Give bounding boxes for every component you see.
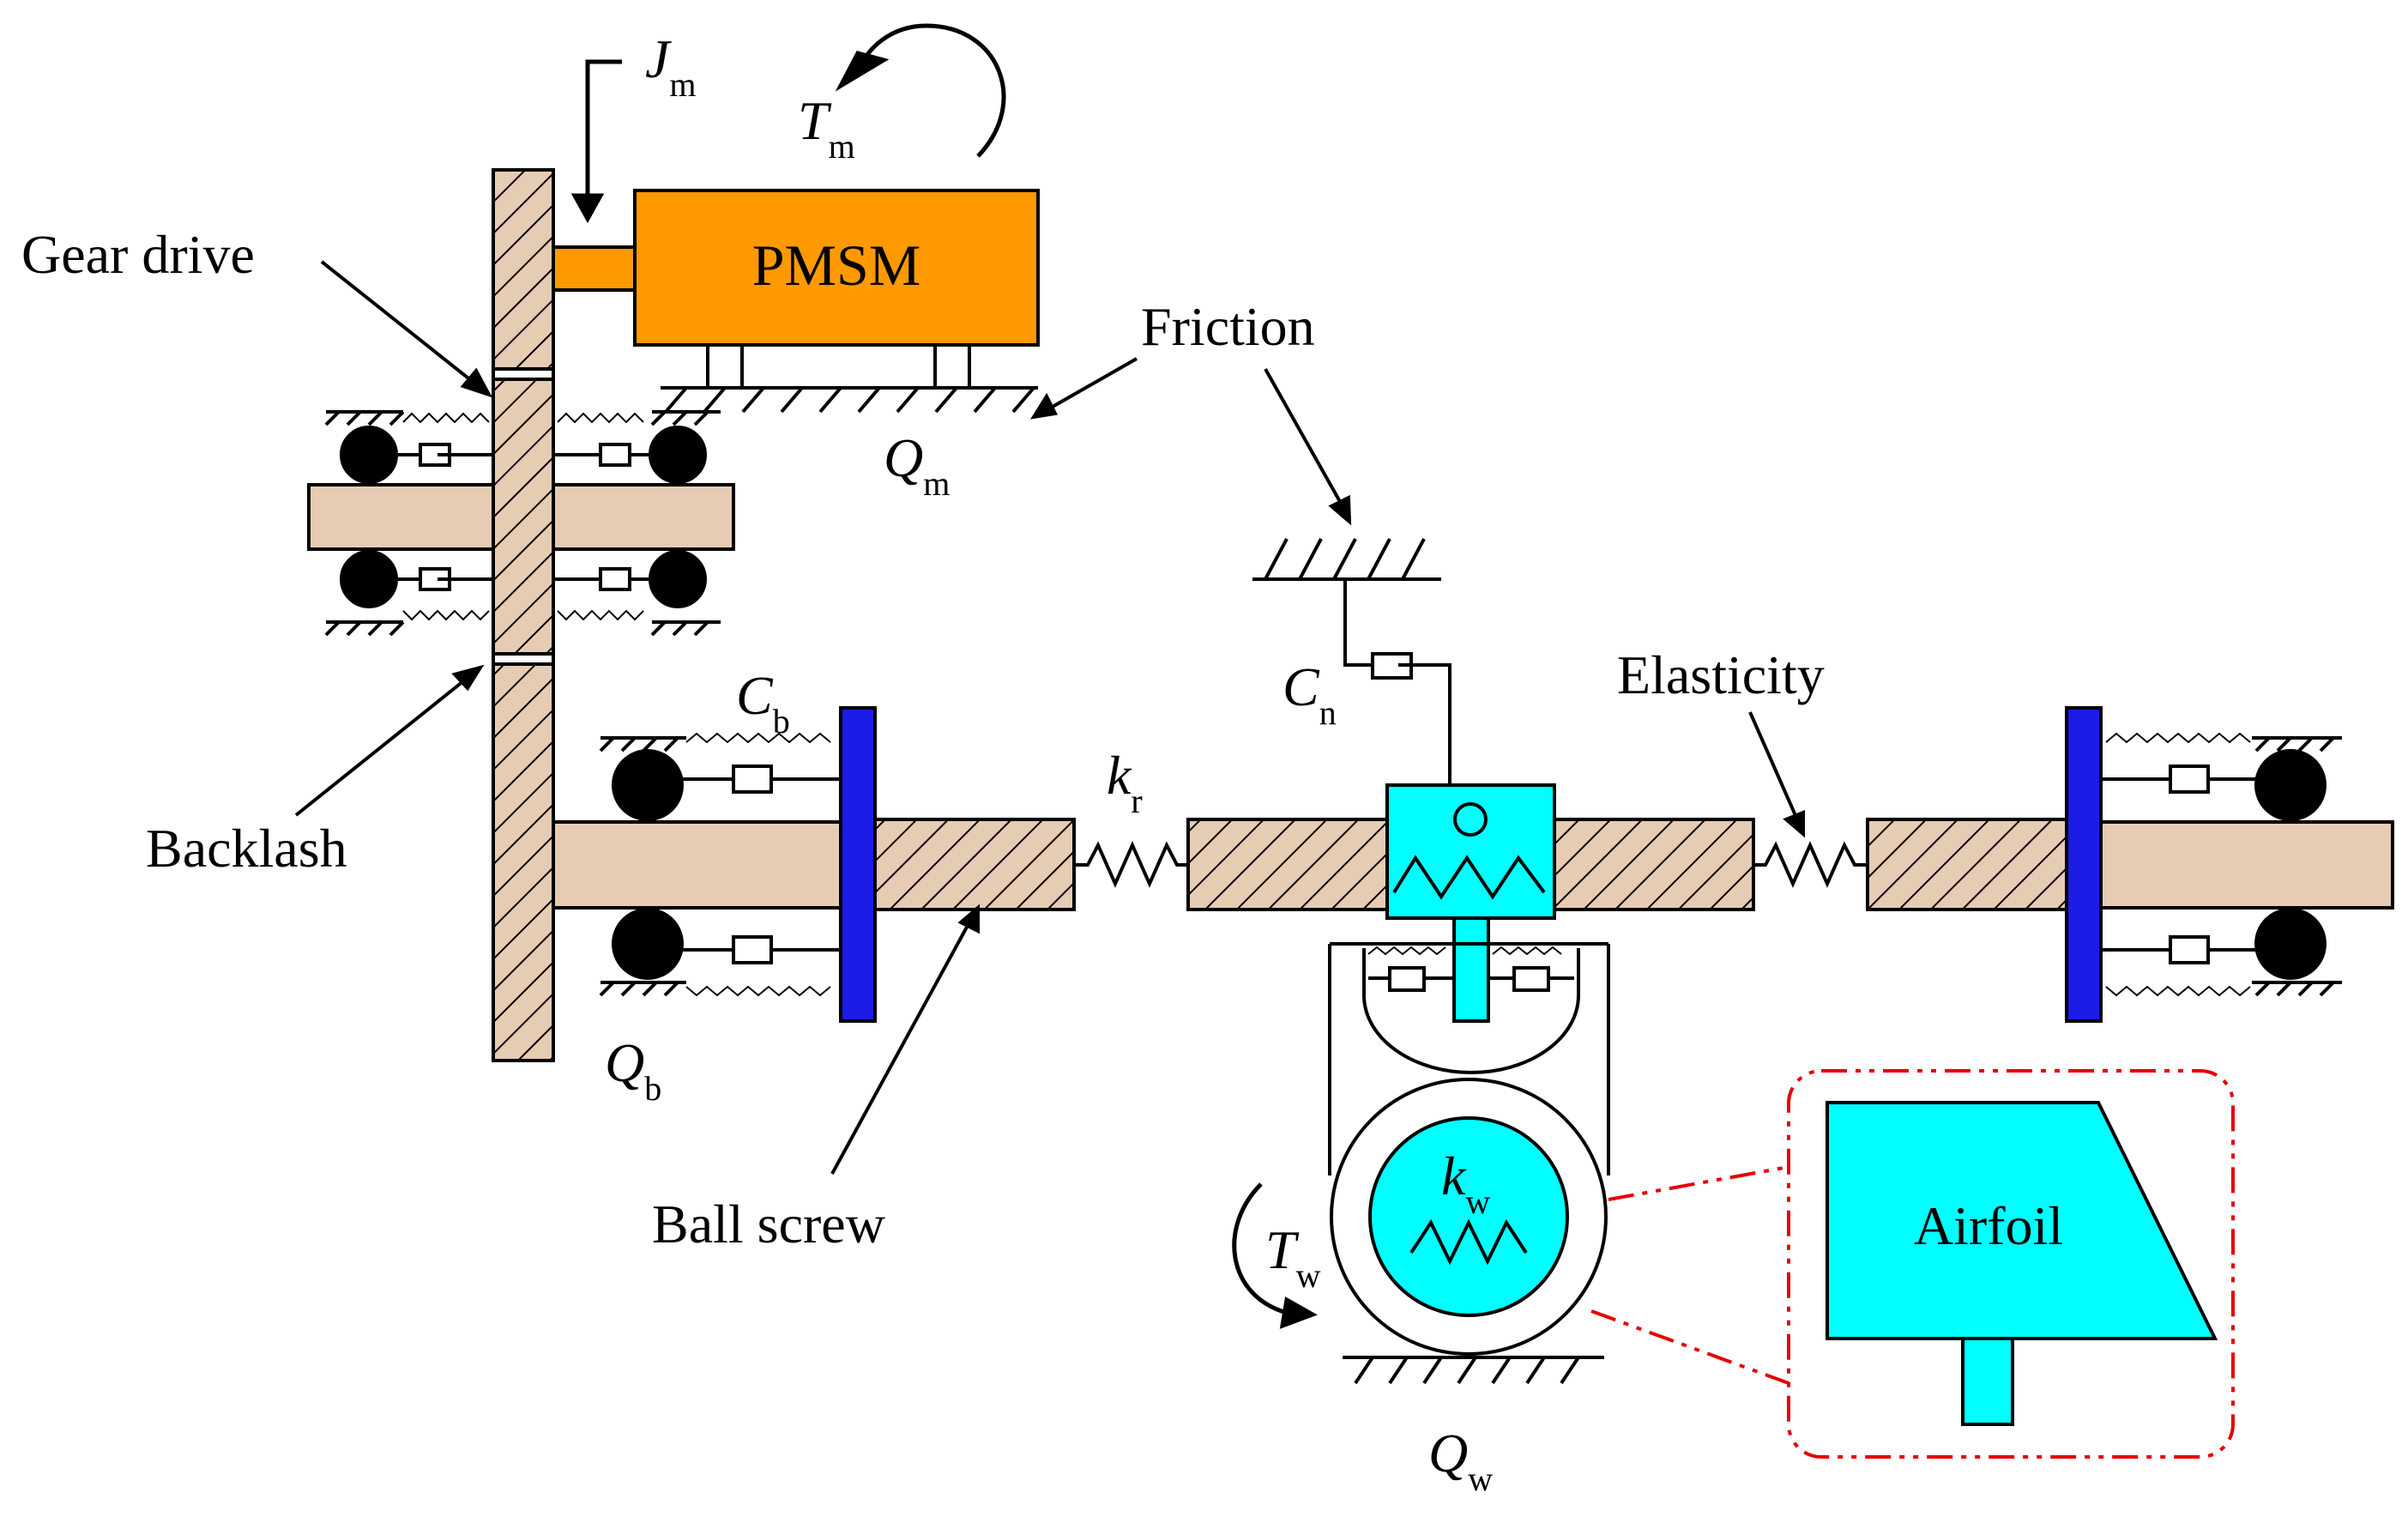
screw-mid-left xyxy=(1186,818,1389,911)
airfoil-label: Airfoil xyxy=(1914,1195,2063,1256)
qm-symbol: Qm xyxy=(884,427,950,503)
screw-bearings-left xyxy=(599,732,841,997)
tw-symbol: Tw xyxy=(1265,1219,1321,1295)
motor-assembly: PMSM xyxy=(552,189,1040,414)
screw-mid-right xyxy=(1553,818,1755,911)
friction-label: Friction xyxy=(1141,296,1315,357)
cb-symbol: Cb xyxy=(736,665,790,740)
motor-torque-arrow xyxy=(835,23,1006,158)
friction-arrows xyxy=(1029,357,1352,526)
backlash-label: Backlash xyxy=(146,818,347,879)
qw-symbol: Qw xyxy=(1428,1423,1493,1498)
nut-friction-damper xyxy=(1252,538,1451,785)
airfoil-zoom-frame xyxy=(1787,1069,2235,1459)
pmsm-label: PMSM xyxy=(752,233,921,298)
gear-drive-arrow xyxy=(320,260,493,398)
intermediate-bearings xyxy=(324,410,721,637)
qb-symbol: Qb xyxy=(605,1032,661,1108)
elasticity-arrow xyxy=(1748,711,1805,838)
output-wheel xyxy=(1330,1078,1608,1356)
tm-symbol: Tm xyxy=(798,90,855,166)
gear-column xyxy=(492,168,555,1062)
screw-bearings-right xyxy=(2101,732,2342,997)
screw-right-section xyxy=(1866,818,2068,911)
left-flange xyxy=(839,706,877,1023)
lower-gear xyxy=(492,662,555,1062)
screw-shaft-right xyxy=(2099,820,2394,910)
motor-shaft xyxy=(552,245,637,292)
kr-symbol: kr xyxy=(1107,745,1143,820)
intermediate-shaft-left xyxy=(307,483,495,551)
cn-symbol: Cn xyxy=(1282,656,1337,732)
zoom-leader-lines xyxy=(1590,1165,1789,1385)
kw-symbol: kw xyxy=(1441,1145,1490,1221)
screw-shaft-left xyxy=(552,820,842,910)
airfoil-stem xyxy=(1961,1337,2014,1426)
motor-ground xyxy=(661,386,1038,414)
output-torque-arrow xyxy=(1232,1182,1318,1329)
ball-screw-arrow xyxy=(830,904,980,1175)
gear-drive-label: Gear drive xyxy=(21,224,255,285)
ball-screw-section xyxy=(873,818,1076,911)
airfoil-shape xyxy=(1826,1101,2218,1340)
right-flange xyxy=(2065,706,2103,1023)
ball-screw-label: Ball screw xyxy=(652,1194,885,1254)
spring-elasticity xyxy=(1753,841,1868,888)
nut-block xyxy=(1385,783,1556,1023)
elasticity-label: Elasticity xyxy=(1617,644,1825,705)
jm-symbol: Jm xyxy=(645,28,697,104)
motor-feet xyxy=(706,343,971,390)
wheel-ground xyxy=(1343,1356,1604,1385)
crank-linkage xyxy=(1328,942,1610,1176)
intermediate-shaft-right xyxy=(552,483,735,551)
backlash-arrow xyxy=(294,664,485,817)
spring-kr xyxy=(1074,841,1188,888)
pmsm-motor xyxy=(633,189,1040,347)
upper-gear xyxy=(492,168,555,371)
middle-gear xyxy=(492,378,555,656)
jm-arrow xyxy=(570,59,622,224)
